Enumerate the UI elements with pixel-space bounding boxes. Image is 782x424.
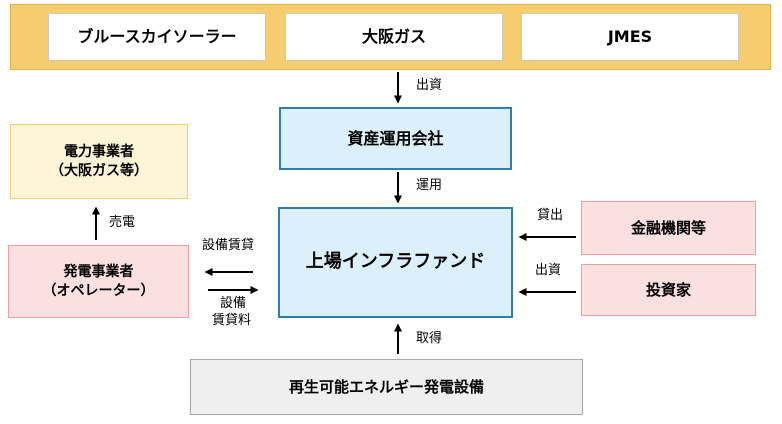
label-lease-fee-line2: 賃貸料 <box>212 313 252 328</box>
investor-box: 投資家 <box>581 264 756 316</box>
infrastructure-fund-box: 上場インフラファンド <box>278 207 513 318</box>
label-management: 運用 <box>416 178 443 193</box>
label-loan: 貸出 <box>537 208 564 223</box>
operator-box: 発電事業者 （オペレーター） <box>8 245 189 318</box>
sponsor-jmes: JMES <box>521 13 739 61</box>
power-consumer-name: 電力事業者 <box>64 143 134 160</box>
asset-manager-box: 資産運用会社 <box>279 107 512 170</box>
label-lease: 設備賃貸 <box>202 238 255 253</box>
power-consumer-box: 電力事業者 （大阪ガス等） <box>10 124 188 199</box>
label-investor-investment: 出資 <box>535 263 562 278</box>
lender-box: 金融機関等 <box>581 201 756 255</box>
operator-name: 発電事業者 <box>63 263 134 280</box>
power-consumer-note: （大阪ガス等） <box>50 162 148 179</box>
label-lease-fee-line1: 設備 <box>220 296 247 311</box>
facility-box: 再生可能エネルギー発電設備 <box>190 359 583 415</box>
label-sponsor-investment: 出資 <box>416 78 443 93</box>
label-acquisition: 取得 <box>416 331 443 346</box>
sponsor-osaka-gas: 大阪ガス <box>285 13 503 61</box>
operator-note: （オペレーター） <box>42 282 155 299</box>
sponsor-blue-sky-solar: ブルースカイソーラー <box>48 13 266 61</box>
label-power-sale: 売電 <box>109 215 136 230</box>
